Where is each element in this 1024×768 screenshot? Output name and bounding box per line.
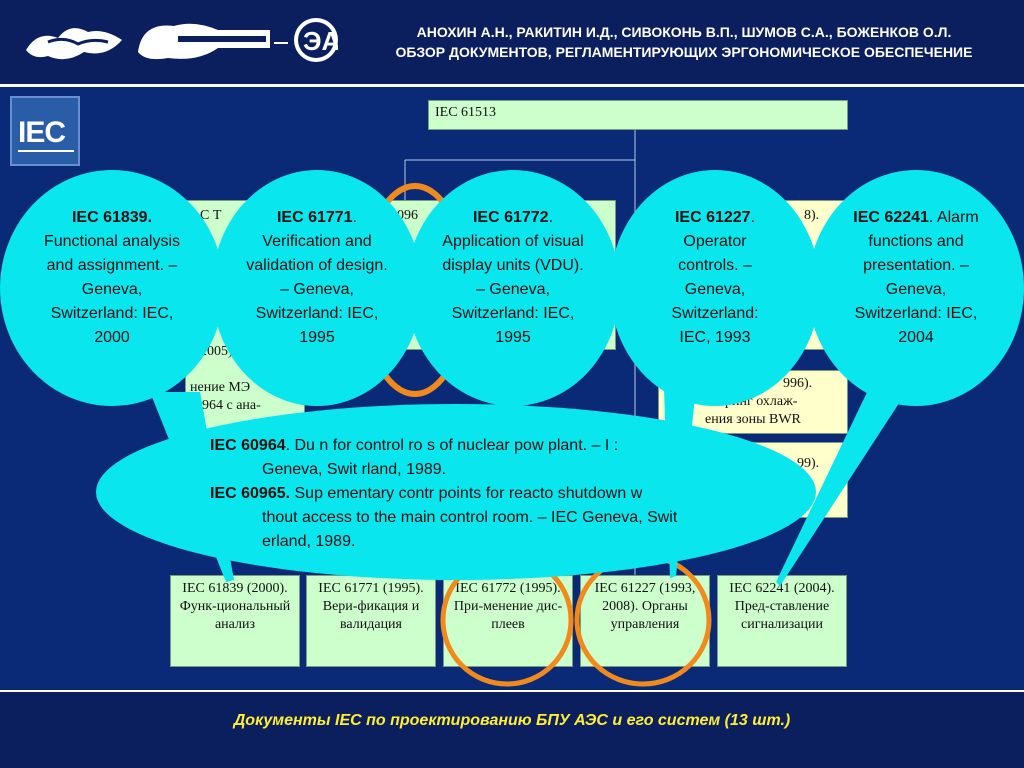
header: ЭА АНОХИН А.Н., РАКИТИН И.Д., СИВОКОНЬ В… [0,0,1024,84]
footer-caption: Документы IEC по проектированию БПУ АЭС … [233,712,791,729]
footer-divider [0,690,1024,692]
iec-60964-entry: IEC 60964. Du n for control ro s of nucl… [210,437,619,478]
tail-62241 [776,386,905,586]
logo-3-icon: ЭА [294,18,340,62]
iec-logo: IEC [10,96,80,166]
header-divider [0,84,1024,87]
bubble-iec-61772: IEC 61772. Application of visual display… [406,170,620,406]
doc-box-iec-61772: IEC 61772 (1995). При-менение дис-плеев [443,575,573,667]
ring-iec-61227 [574,553,712,687]
doc-box-iec-62241: IEC 62241 (2004). Пред-ставление сигнали… [717,575,847,667]
presentation-title: ОБЗОР ДОКУМЕНТОВ, РЕГЛАМЕНТИРУЮЩИХ ЭРГОН… [395,44,973,60]
authors: АНОХИН А.Н., РАКИТИН И.Д., СИВОКОНЬ В.П.… [416,24,952,40]
logo-2-icon [138,23,288,60]
bubble-iec-60964-60965-text: IEC 60964. Du n for control ro s of nucl… [210,434,680,554]
doc-box-iec-61513: IEC 61513 [428,100,848,130]
bubble-iec-61839: IEC 61839. Functional analysis and assig… [0,170,224,406]
logo-1-icon [26,28,122,60]
bubble-iec-60964-60965 [96,404,816,580]
bubble-iec-61771: IEC 61771. Verification and validation o… [212,170,422,406]
iec-60965-entry: IEC 60965. Sup ementary contr points for… [210,485,678,550]
doc-box-iec-61227: IEC 61227 (1993, 2008). Органы управлени… [580,575,710,667]
bubble-iec-61227: IEC 61227. Operator controls. – Geneva, … [610,170,820,406]
svg-text:ЭА: ЭА [303,26,338,56]
partner-logos: ЭА [18,12,340,72]
header-text: АНОХИН А.Н., РАКИТИН И.Д., СИВОКОНЬ В.П.… [364,22,1004,62]
footer [0,690,1024,768]
doc-box-iec-61771: IEC 61771 (1995). Вери-фикация и валидац… [306,575,436,667]
bubble-iec-62241: IEC 62241. Alarm functions and presentat… [808,170,1024,406]
doc-box-iec-61839: IEC 61839 (2000). Функ-циональный анализ [170,575,300,667]
